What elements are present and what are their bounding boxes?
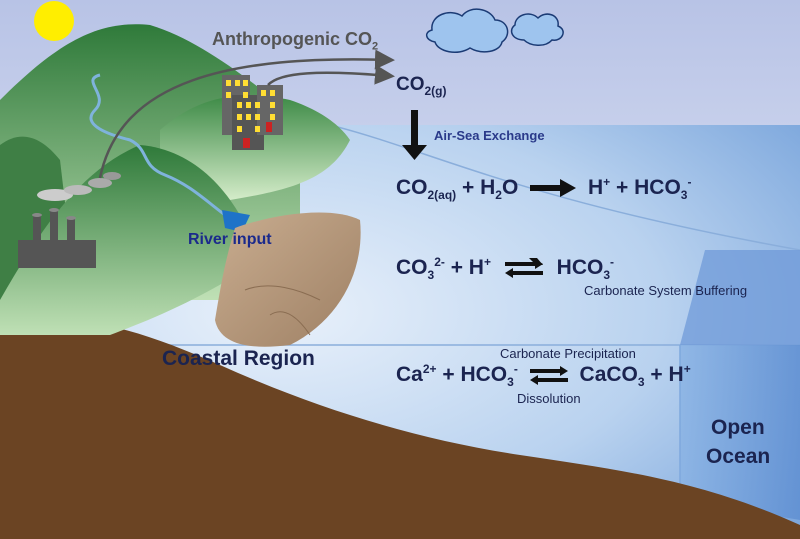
eq1-h-sup: + xyxy=(603,175,611,189)
anthropogenic-subscript: 2 xyxy=(372,40,379,53)
eq2-co: CO xyxy=(396,256,428,279)
eq2-plus-h: + H xyxy=(444,256,484,279)
forward-arrow-icon xyxy=(530,179,577,198)
eq3-plus-hco: + HCO xyxy=(436,363,508,386)
anthropogenic-co2-label: Anthropogenic CO2 xyxy=(212,29,378,53)
ocean-surface-line xyxy=(329,124,800,251)
carbonate-precipitation-label: Carbonate Precipitation xyxy=(500,346,636,361)
carbonate-buffering-label: Carbonate System Buffering xyxy=(584,283,748,298)
eq1-hco3-sup: - xyxy=(687,175,692,189)
equation-carbonate-precipitation: Ca2+ + HCO3- CaCO3 + H+ xyxy=(396,362,691,389)
equation-carbonate-buffering: CO32- + H+ HCO3- xyxy=(396,255,614,282)
eq2-co3-sub: 3 xyxy=(427,268,435,283)
open-ocean-upper xyxy=(680,250,800,345)
eq3-caco: CaCO xyxy=(579,363,638,386)
eq1-co2-sub: 2(aq) xyxy=(427,188,457,203)
factory-icon xyxy=(18,208,96,268)
dissolution-label: Dissolution xyxy=(517,391,581,406)
coastal-region-label: Coastal Region xyxy=(162,347,315,370)
city-buildings-icon xyxy=(222,75,283,150)
open-ocean-region xyxy=(680,345,800,520)
equilibrium-arrow-icon xyxy=(529,366,568,386)
eq2-hco3-sup: - xyxy=(610,255,615,269)
seafloor xyxy=(0,319,800,539)
open-ocean-label-line2: Ocean xyxy=(706,445,771,468)
eq3-plus-h: + H xyxy=(644,363,684,386)
co2-gas-subscript: 2(g) xyxy=(424,83,447,98)
anthropogenic-arrow-factory xyxy=(98,49,395,179)
anthropogenic-text: Anthropogenic CO xyxy=(212,29,372,49)
eq2-hco: HCO xyxy=(556,256,604,279)
eq1-co2: CO xyxy=(396,176,428,199)
river-icon xyxy=(89,73,226,217)
open-ocean-label-line1: Open xyxy=(711,416,765,439)
eq2-hco3-sub: 3 xyxy=(603,268,611,283)
equation-co2-dissolution: CO2(aq) + H2O H+ + HCO3- xyxy=(396,175,691,202)
eq1-plus-h: + H xyxy=(456,176,496,199)
anthropogenic-arrow-city xyxy=(267,64,395,86)
equilibrium-arrow-icon xyxy=(504,258,543,279)
eq3-hco3-sup: - xyxy=(513,362,518,376)
eq2-co3-sup: 2- xyxy=(434,255,445,269)
smoke-icon xyxy=(37,172,121,201)
sun-icon xyxy=(34,1,74,41)
eq2-h-sup: + xyxy=(483,255,491,269)
eq3-h-sup: + xyxy=(683,362,691,376)
eq3-caco3-sub: 3 xyxy=(637,375,645,390)
cloud-icon xyxy=(426,8,564,54)
air-sea-exchange-label: Air-Sea Exchange xyxy=(434,128,545,143)
sediment-crack xyxy=(244,285,321,336)
eq3-ca-sup: 2+ xyxy=(422,362,437,376)
eq1-hco3-sub: 3 xyxy=(680,188,688,203)
eq1-h: H xyxy=(588,176,604,199)
co2-gas-text: CO xyxy=(396,74,425,95)
eq1-o: O xyxy=(501,176,519,199)
sediment-plume xyxy=(215,212,361,347)
river-input-label: River input xyxy=(188,231,272,248)
eq1-plus-hco: + HCO xyxy=(610,176,681,199)
eq1-h2-sub: 2 xyxy=(495,188,502,203)
co2-gas-label: CO2(g) xyxy=(396,74,447,98)
eq3-ca: Ca xyxy=(396,363,423,386)
eq3-hco3-sub: 3 xyxy=(507,375,514,390)
air-sea-arrow xyxy=(402,110,427,160)
